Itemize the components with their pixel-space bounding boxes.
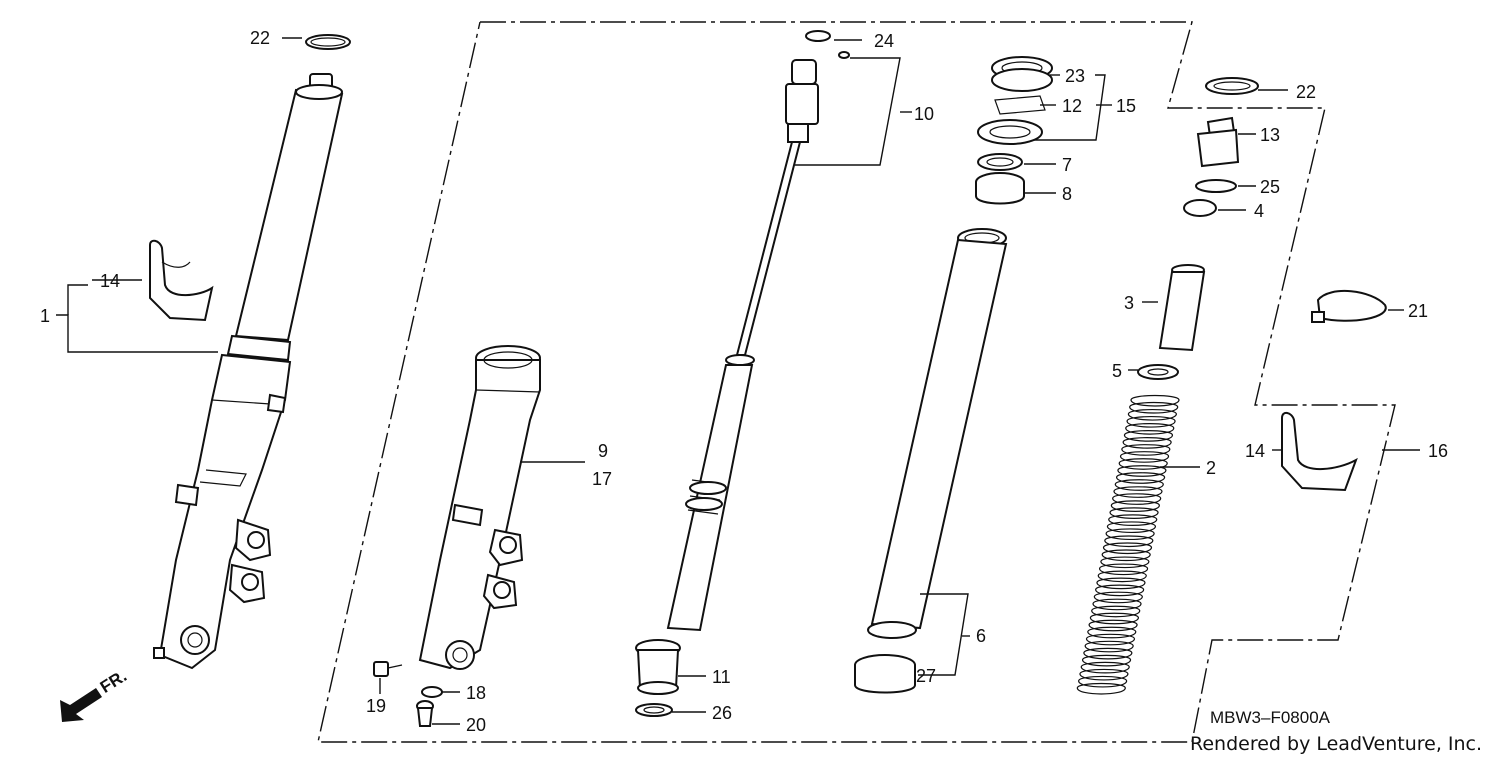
- callout-26: 26: [712, 703, 732, 723]
- callout-21: 21: [1408, 301, 1428, 321]
- callout-8: 8: [1062, 184, 1072, 204]
- drawing-code: MBW3–F0800A: [1210, 708, 1330, 727]
- callout-25: 25: [1260, 177, 1280, 197]
- callout-17: 17: [592, 469, 612, 489]
- spring-stack: [1076, 77, 1259, 695]
- callout-27: 27: [916, 666, 936, 686]
- callout-18: 18: [466, 683, 486, 703]
- fork-leg-assembly: [153, 34, 351, 670]
- callout-22-right: 22: [1296, 82, 1316, 102]
- fork-guard-part-14-left: [149, 239, 214, 322]
- bolt-set-18-19-20: [373, 661, 443, 727]
- callout-20: 20: [466, 715, 486, 735]
- callout-5: 5: [1112, 361, 1122, 381]
- leader-lines: [56, 37, 1420, 725]
- callout-15: 15: [1116, 96, 1136, 116]
- callout-12: 12: [1062, 96, 1082, 116]
- damper-rod-part-10: [635, 30, 850, 717]
- callout-4: 4: [1254, 201, 1264, 221]
- assembly-boundary: [317, 21, 1396, 743]
- callout-3: 3: [1124, 293, 1134, 313]
- callout-2: 2: [1206, 458, 1216, 478]
- callout-6: 6: [976, 626, 986, 646]
- callout-10: 10: [914, 104, 934, 124]
- callout-9: 9: [598, 441, 608, 461]
- inner-tube-part-6: [854, 228, 1008, 694]
- fork-spring-part-2: [1076, 394, 1180, 695]
- callout-14-left: 14: [100, 271, 120, 291]
- seal-stack: [975, 56, 1053, 205]
- callout-24: 24: [874, 31, 894, 51]
- ring-part-22-left: [305, 34, 351, 50]
- callout-16: 16: [1428, 441, 1448, 461]
- callout-11: 11: [712, 667, 731, 687]
- callout-23: 23: [1065, 66, 1085, 86]
- callout-13: 13: [1260, 125, 1280, 145]
- callout-14-right: 14: [1245, 441, 1265, 461]
- callout-1: 1: [40, 306, 50, 326]
- callout-19: 19: [366, 696, 386, 716]
- render-credit: Rendered by LeadVenture, Inc.: [1190, 733, 1483, 755]
- clip-part-21: [1311, 289, 1387, 323]
- front-direction-arrow-icon: [60, 688, 102, 722]
- callout-labels: 22 24 23 12 15 10 22 13 7 8 25 4 14 1 3 …: [40, 28, 1448, 735]
- callout-22-left: 22: [250, 28, 270, 48]
- callout-7: 7: [1062, 155, 1072, 175]
- outer-slider-part-9: [418, 345, 541, 670]
- fork-guard-part-14-right: [1281, 412, 1358, 492]
